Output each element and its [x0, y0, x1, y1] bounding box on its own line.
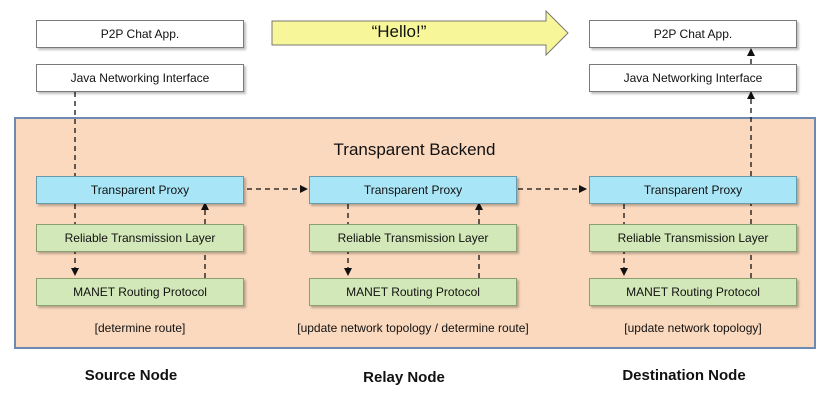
- source-app-box: P2P Chat App.: [36, 20, 244, 48]
- source-interface-box: Java Networking Interface: [36, 64, 244, 92]
- message-label: “Hello!”: [371, 22, 427, 41]
- destination-reliable-layer-box: Reliable Transmission Layer: [589, 224, 797, 252]
- source-node-label: Source Node: [84, 367, 178, 384]
- source-proxy-box: Transparent Proxy: [36, 176, 244, 204]
- destination-interface-box: Java Networking Interface: [589, 64, 797, 92]
- destination-node-label: Destination Node: [622, 367, 746, 384]
- relay-node-label: Relay Node: [363, 369, 445, 386]
- destination-proxy-box: Transparent Proxy: [589, 176, 797, 204]
- relay-proxy-box: Transparent Proxy: [309, 176, 517, 204]
- destination-app-box: P2P Chat App.: [589, 20, 797, 48]
- source-reliable-layer-box: Reliable Transmission Layer: [36, 224, 244, 252]
- relay-reliable-layer-box: Reliable Transmission Layer: [309, 224, 517, 252]
- relay-note: [update network topology / determine rou…: [297, 321, 529, 335]
- destination-routing-box: MANET Routing Protocol: [589, 278, 797, 306]
- backend-title: Transparent Backend: [333, 140, 496, 159]
- source-routing-box: MANET Routing Protocol: [36, 278, 244, 306]
- destination-note: [update network topology]: [624, 321, 762, 335]
- message-arrow: [271, 9, 569, 57]
- source-note: [determine route]: [94, 321, 186, 335]
- relay-routing-box: MANET Routing Protocol: [309, 278, 517, 306]
